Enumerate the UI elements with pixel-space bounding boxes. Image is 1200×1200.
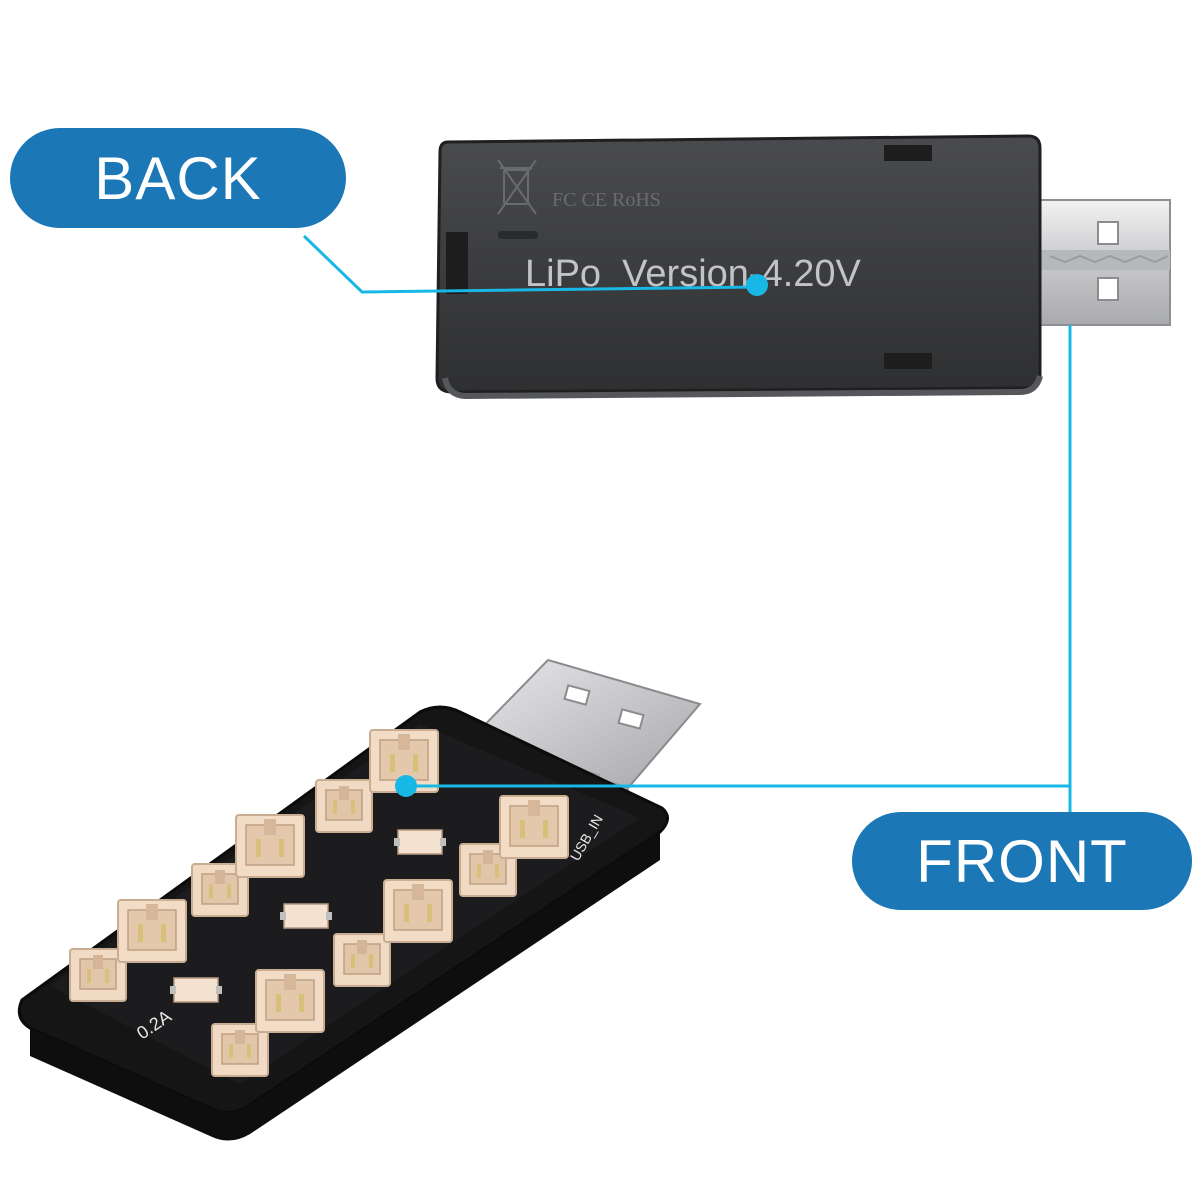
leader-line-front [395, 325, 1072, 812]
back-label-pill: BACK [10, 128, 346, 228]
usb-charger-back: FC CE RoHS LiPo Version-4.20V [435, 134, 1171, 400]
black-casing [435, 134, 1042, 394]
front-pointer-dot [395, 775, 417, 797]
front-label-pill: FRONT [852, 812, 1192, 910]
leader-line-back [302, 234, 768, 296]
back-pointer-dot [746, 274, 768, 296]
usb-plug-back [1029, 199, 1171, 326]
back-label-text: BACK [94, 144, 262, 212]
crossed-bin-icon [497, 159, 537, 215]
usb-charger-front: 0.2A USB_IN [17, 658, 702, 1141]
cert-marks: FC CE RoHS [552, 189, 661, 211]
front-label-text: FRONT [916, 827, 1128, 895]
